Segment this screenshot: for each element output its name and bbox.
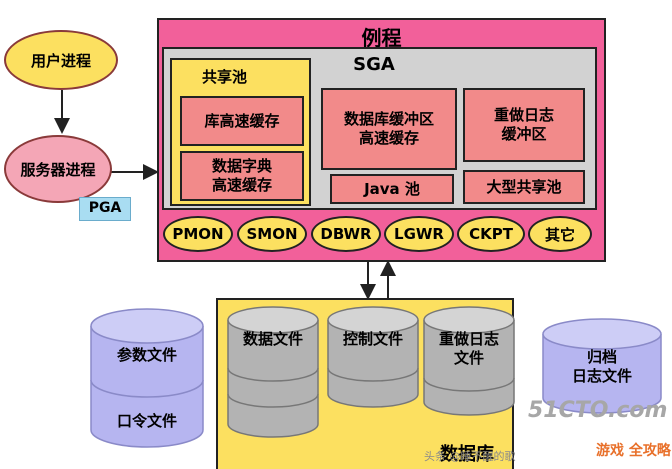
process-lgwr-label: LGWR [394,225,444,243]
java-pool-box: Java 池 [330,174,454,204]
pga-label: PGA [88,200,122,217]
parameter-file-label: 参数文件 [116,346,177,364]
process-pmon-label: PMON [172,225,224,243]
watermark-credit: 头条 @睡不醒的歌 [424,450,516,463]
shared-pool-title: 共享池 [202,68,248,86]
large-pool-label: 大型共享池 [486,177,562,196]
watermark-51cto: 51CTO.com [528,398,668,423]
process-smon: SMON [237,216,307,252]
dictionary-cache-box: 数据字典 高速缓存 [180,151,304,201]
data-files-label: 数据文件 [242,330,303,348]
redo-log-files-cylinder [423,306,515,416]
instance-title: 例程 [361,26,402,50]
user-process: 用户进程 [4,30,118,90]
sga-title: SGA [353,54,395,75]
process-ckpt: CKPT [457,216,525,252]
redo-log-buffer-box: 重做日志 缓冲区 [463,88,585,162]
user-process-label: 用户进程 [30,51,91,70]
control-files-label-wrap: 控制文件 [326,330,420,354]
process-other-label: 其它 [544,225,575,244]
process-pmon: PMON [163,216,233,252]
library-cache-box: 库高速缓存 [180,96,304,146]
data-files-cylinder [227,306,319,438]
data-files-label-wrap: 数据文件 [226,330,320,354]
archived-log-cylinder [542,318,662,414]
server-process: 服务器进程 [4,135,112,203]
pga-box: PGA [79,197,131,221]
password-file-label: 口令文件 [116,412,177,430]
database-title: 数据库 [440,444,494,465]
server-process-label: 服务器进程 [20,160,96,179]
control-files-cylinder [327,306,419,408]
process-dbwr: DBWR [311,216,381,252]
redo-log-files-label: 重做日志 文件 [438,330,499,367]
db-buffer-cache-box: 数据库缓冲区 高速缓存 [321,88,457,170]
control-files-label: 控制文件 [342,330,403,348]
watermark-game-site: 游戏 全攻略 [596,443,671,459]
large-pool-box: 大型共享池 [463,170,585,204]
process-smon-label: SMON [246,225,298,243]
redo-log-files-label-wrap: 重做日志 文件 [422,330,516,370]
redo-log-buffer-label: 重做日志 缓冲区 [493,106,554,143]
parameter-file-label-wrap: 参数文件 [88,346,206,370]
password-file-label-wrap: 口令文件 [88,412,206,436]
process-lgwr: LGWR [384,216,454,252]
archived-log-label-wrap: 归档 日志文件 [540,348,664,388]
java-pool-label: Java 池 [364,179,420,198]
param-password-cylinder [90,308,204,448]
process-other: 其它 [528,216,592,252]
dictionary-cache-label: 数据字典 高速缓存 [211,157,272,194]
process-dbwr-label: DBWR [320,225,372,243]
process-ckpt-label: CKPT [469,225,513,243]
archived-log-label: 归档 日志文件 [571,348,632,385]
library-cache-label: 库高速缓存 [204,111,280,130]
db-buffer-cache-label: 数据库缓冲区 高速缓存 [343,110,434,147]
